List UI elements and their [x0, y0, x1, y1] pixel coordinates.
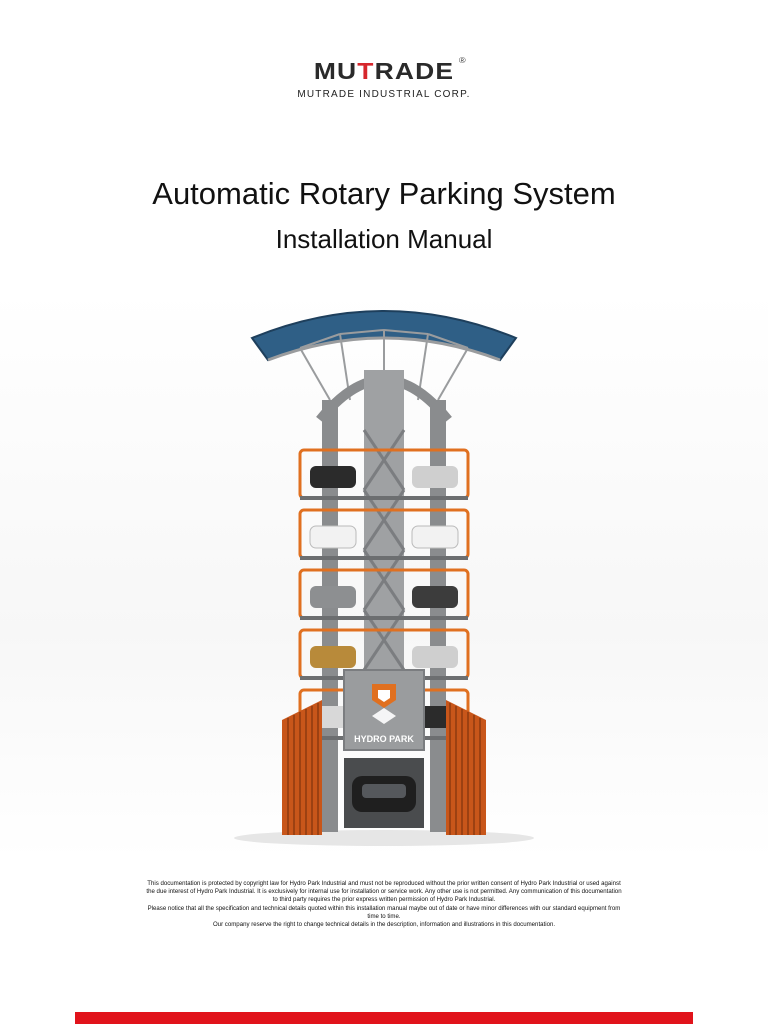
- car-pallets: [298, 448, 470, 740]
- change-rights-notice: Our company reserve the right to change …: [212, 921, 556, 929]
- canopy-bracing: [299, 329, 469, 401]
- brand-label: HYDRO PARK: [354, 734, 414, 744]
- parking-tower-graphic: HYDRO PARK: [234, 310, 534, 846]
- left-fence: [282, 700, 322, 835]
- logo-wordmark: MUTRADE®: [313, 56, 466, 85]
- hydro-park-logo-icon: [372, 684, 396, 724]
- specification-disclaimer: Please notice that all the specification…: [147, 904, 621, 920]
- center-column: [364, 370, 404, 690]
- document-subtitle: Installation Manual: [275, 224, 493, 254]
- pallet-row-1: [298, 448, 470, 500]
- copyright-paragraph: This documentation is protected by copyr…: [146, 880, 622, 904]
- company-name: MUTRADE INDUSTRIAL CORP.: [297, 89, 471, 100]
- pallet-row-3: [298, 568, 470, 620]
- footer-red-bar: [75, 1012, 693, 1024]
- floor-shadow: [234, 830, 534, 846]
- logo-part: MU: [313, 58, 358, 84]
- registered-mark: ®: [458, 56, 467, 65]
- logo-part: RADE: [374, 58, 455, 84]
- document-title: Automatic Rotary Parking System: [152, 176, 616, 211]
- logo-accent-letter: T: [357, 58, 375, 84]
- copyright-notice: This documentation is protected by copyr…: [145, 880, 623, 929]
- right-fence: [446, 700, 486, 835]
- parking-tower-illustration: HYDRO PARK: [0, 290, 768, 860]
- pallet-row-2: [298, 508, 470, 560]
- company-logo: MUTRADE® MUTRADE INDUSTRIAL CORP.: [0, 56, 768, 100]
